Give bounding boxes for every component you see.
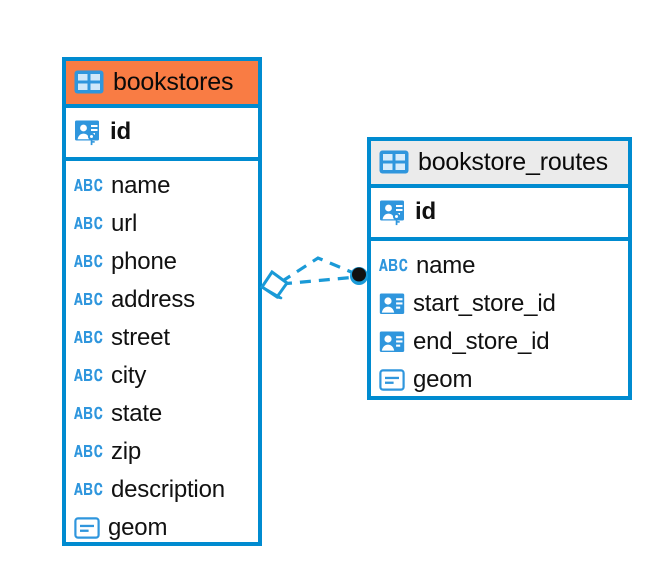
geometry-icon [379, 369, 405, 391]
field-label: name [416, 252, 476, 279]
field-row-url[interactable]: url [74, 205, 250, 243]
field-row-geom[interactable]: geom [74, 509, 250, 547]
foreign-key-icon [379, 291, 405, 317]
field-row-state[interactable]: state [74, 395, 250, 433]
field-row-city[interactable]: city [74, 357, 250, 395]
field-label: description [111, 476, 225, 503]
table-icon [74, 70, 104, 94]
field-row-start-store-id[interactable]: start_store_id [379, 285, 620, 323]
abc-text-icon [74, 215, 103, 233]
abc-text-icon [74, 367, 103, 385]
abc-text-icon [74, 481, 103, 499]
field-row-street[interactable]: street [74, 319, 250, 357]
field-label: city [111, 362, 147, 389]
entity-bookstore-routes[interactable]: bookstore_routes [367, 137, 632, 400]
field-row-address[interactable]: address [74, 281, 250, 319]
relationship-line-fork [280, 256, 357, 284]
entity-header-bookstore-routes[interactable]: bookstore_routes [371, 141, 628, 188]
entity-primary-key-section: id [371, 188, 628, 241]
field-label: url [111, 210, 138, 237]
primary-key-icon [74, 118, 102, 146]
field-label: street [111, 324, 170, 351]
relationship-source-marker [259, 269, 290, 300]
geometry-icon [74, 517, 100, 539]
entity-field-list: name start_store_id [371, 241, 628, 405]
entity-bookstores[interactable]: bookstores [62, 57, 262, 546]
field-label: state [111, 400, 163, 427]
entity-title: bookstore_routes [418, 147, 608, 176]
table-icon [379, 150, 409, 174]
abc-text-icon [74, 253, 103, 271]
field-row-end-store-id[interactable]: end_store_id [379, 323, 620, 361]
abc-text-icon [74, 443, 103, 461]
primary-key-icon [379, 198, 407, 226]
abc-text-icon [379, 257, 408, 275]
field-label: geom [413, 366, 473, 393]
abc-text-icon [74, 329, 103, 347]
entity-field-list: name url [66, 161, 258, 553]
field-row-phone[interactable]: phone [74, 243, 250, 281]
abc-text-icon [74, 405, 103, 423]
field-row-primary-key[interactable]: id [74, 113, 250, 151]
field-label: start_store_id [413, 290, 556, 317]
field-label: geom [108, 514, 168, 541]
relationship-line-middle [280, 275, 358, 286]
field-row-geom[interactable]: geom [379, 361, 620, 399]
field-label: address [111, 286, 195, 313]
entity-primary-key-section: id [66, 108, 258, 161]
field-label: name [111, 172, 171, 199]
field-label-primary-key: id [415, 198, 436, 225]
field-row-primary-key[interactable]: id [379, 193, 620, 231]
field-label: phone [111, 248, 177, 275]
foreign-key-icon [379, 329, 405, 355]
field-row-name[interactable]: name [74, 167, 250, 205]
field-label: end_store_id [413, 328, 550, 355]
field-label-primary-key: id [110, 118, 131, 145]
field-label: zip [111, 438, 142, 465]
field-row-description[interactable]: description [74, 471, 250, 509]
relationship-target-marker [350, 267, 368, 285]
abc-text-icon [74, 177, 103, 195]
field-row-name[interactable]: name [379, 247, 620, 285]
entity-header-bookstores[interactable]: bookstores [66, 61, 258, 108]
field-row-zip[interactable]: zip [74, 433, 250, 471]
abc-text-icon [74, 291, 103, 309]
entity-title: bookstores [113, 67, 234, 96]
